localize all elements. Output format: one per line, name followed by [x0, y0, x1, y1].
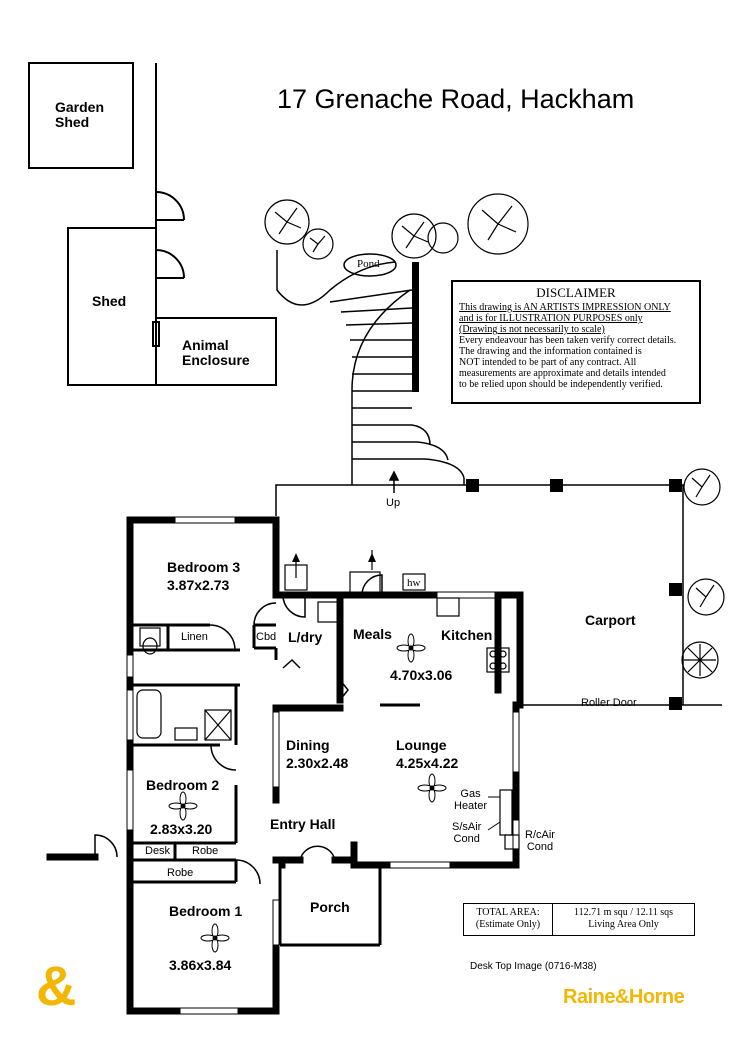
- interior-walls: [130, 623, 420, 947]
- disclaimer-heading: DISCLAIMER: [536, 285, 616, 300]
- ceiling-fans: [168, 633, 447, 953]
- disclaimer-line: to be relied upon should be independentl…: [459, 379, 663, 390]
- total-area-value-line1: 112.71 m squ / 12.11 sqs: [574, 907, 673, 918]
- garden-shed-label-line2: Shed: [55, 114, 90, 131]
- entry-hall-label: Entry Hall: [270, 816, 336, 832]
- rc-air-line1: R/cAir: [525, 829, 555, 841]
- bedroom3-size: 3.87x2.73: [167, 577, 230, 594]
- trees: [264, 193, 725, 679]
- laundry-label: L/dry: [288, 629, 323, 645]
- brand-name: Raine&Horne: [563, 986, 685, 1008]
- pond-label: Pond: [357, 258, 380, 270]
- dining-size: 2.30x2.48: [286, 755, 349, 772]
- retaining-wall: [412, 262, 419, 392]
- shed-label: Shed: [92, 293, 127, 309]
- bedroom3-name: Bedroom 3: [167, 559, 241, 575]
- rc-air-line2: Cond: [526, 841, 554, 854]
- pond: [343, 253, 397, 277]
- robe-bedroom1-label: Robe: [167, 867, 194, 879]
- linen-label: Linen: [181, 631, 208, 643]
- total-area-value-line2: Living Area Only: [588, 919, 659, 930]
- up-label: Up: [386, 497, 401, 509]
- robe-bedroom2-label: Robe: [192, 845, 219, 857]
- disclaimer-line: This drawing is AN ARTISTS IMPRESSION ON…: [459, 302, 671, 313]
- bedroom1-name: Bedroom 1: [169, 903, 243, 919]
- image-code: Desk Top Image (0716-M38): [470, 961, 597, 972]
- disclaimer-line: (Drawing is not necessarily to scale): [459, 324, 605, 335]
- page-title: 17 Grenache Road, Hackham: [277, 84, 635, 114]
- total-area-box: TOTAL AREA: (Estimate Only) 112.71 m squ…: [463, 903, 695, 936]
- gas-heater-line1: Gas: [460, 788, 481, 800]
- garden-shed-label: Garden Shed: [55, 99, 105, 131]
- meals-kitchen-size: 4.70x3.06: [390, 667, 453, 683]
- up-arrow: [388, 470, 400, 493]
- rc-air-label: R/cAir Cond: [525, 829, 555, 853]
- meals-label: Meals: [353, 626, 392, 642]
- garden-shed-label-line1: Garden: [55, 99, 105, 115]
- total-area-label: TOTAL AREA: (Estimate Only): [464, 904, 553, 935]
- disclaimer-line: NOT intended to be part of any contract.…: [459, 357, 637, 368]
- bedroom2-name: Bedroom 2: [146, 777, 220, 793]
- roller-door-label: Roller Door: [581, 697, 637, 709]
- total-area-value: 112.71 m squ / 12.11 sqs Living Area Onl…: [553, 904, 694, 935]
- bedroom1-size: 3.86x3.84: [169, 957, 232, 973]
- animal-enclosure-label-line2: Enclosure: [182, 352, 250, 369]
- desk-label: Desk: [145, 845, 171, 857]
- gas-heater-line2: Heater: [454, 800, 488, 813]
- garden-shed: [28, 62, 134, 169]
- animal-enclosure: [155, 317, 277, 386]
- dining-label: Dining 2.30x2.48: [286, 737, 349, 772]
- bedroom2-size: 2.83x3.20: [150, 821, 213, 837]
- split-air-label: S/sAir Cond: [452, 821, 481, 845]
- carport-label: Carport: [585, 612, 636, 628]
- bedroom3-label: Bedroom 3 3.87x2.73: [167, 559, 241, 594]
- dining-name: Dining: [286, 737, 330, 753]
- kitchen-label: Kitchen: [441, 627, 493, 643]
- doors: [94, 574, 383, 885]
- hot-water-label: hw: [407, 577, 421, 589]
- cbd-label: Cbd: [256, 631, 277, 643]
- disclaimer-line: Every endeavour has been taken verify co…: [459, 335, 677, 346]
- lounge-label: Lounge 4.25x4.22: [396, 737, 459, 772]
- total-area-label-line1: TOTAL AREA:: [476, 907, 540, 918]
- total-area-label-line2: (Estimate Only): [475, 919, 541, 930]
- carport: [275, 484, 722, 706]
- disclaimer-line: and is for ILLUSTRATION PURPOSES only: [459, 313, 643, 324]
- split-air-line1: S/sAir: [452, 821, 482, 833]
- porch-label: Porch: [310, 899, 350, 915]
- animal-enclosure-label-line1: Animal: [182, 337, 229, 353]
- disclaimer-box: DISCLAIMER This drawing is AN ARTISTS IM…: [451, 280, 701, 404]
- disclaimer-line: The drawing and the information containe…: [459, 346, 642, 357]
- animal-enclosure-label: Animal Enclosure: [182, 337, 250, 369]
- leader-lines: [487, 796, 501, 831]
- vent-arrows: [292, 553, 376, 562]
- split-air-line2: Cond: [453, 833, 480, 846]
- disclaimer-line: measurements are approximate and details…: [459, 368, 666, 379]
- lounge-size: 4.25x4.22: [396, 755, 459, 772]
- gas-heater-label: Gas Heater: [454, 788, 487, 812]
- fixtures: [136, 550, 520, 850]
- brand-ampersand-logo: &: [36, 954, 77, 1017]
- path-stairs: [276, 250, 465, 485]
- carport-posts: [466, 479, 682, 710]
- driveway-lines: [155, 63, 185, 318]
- lounge-name: Lounge: [396, 737, 447, 753]
